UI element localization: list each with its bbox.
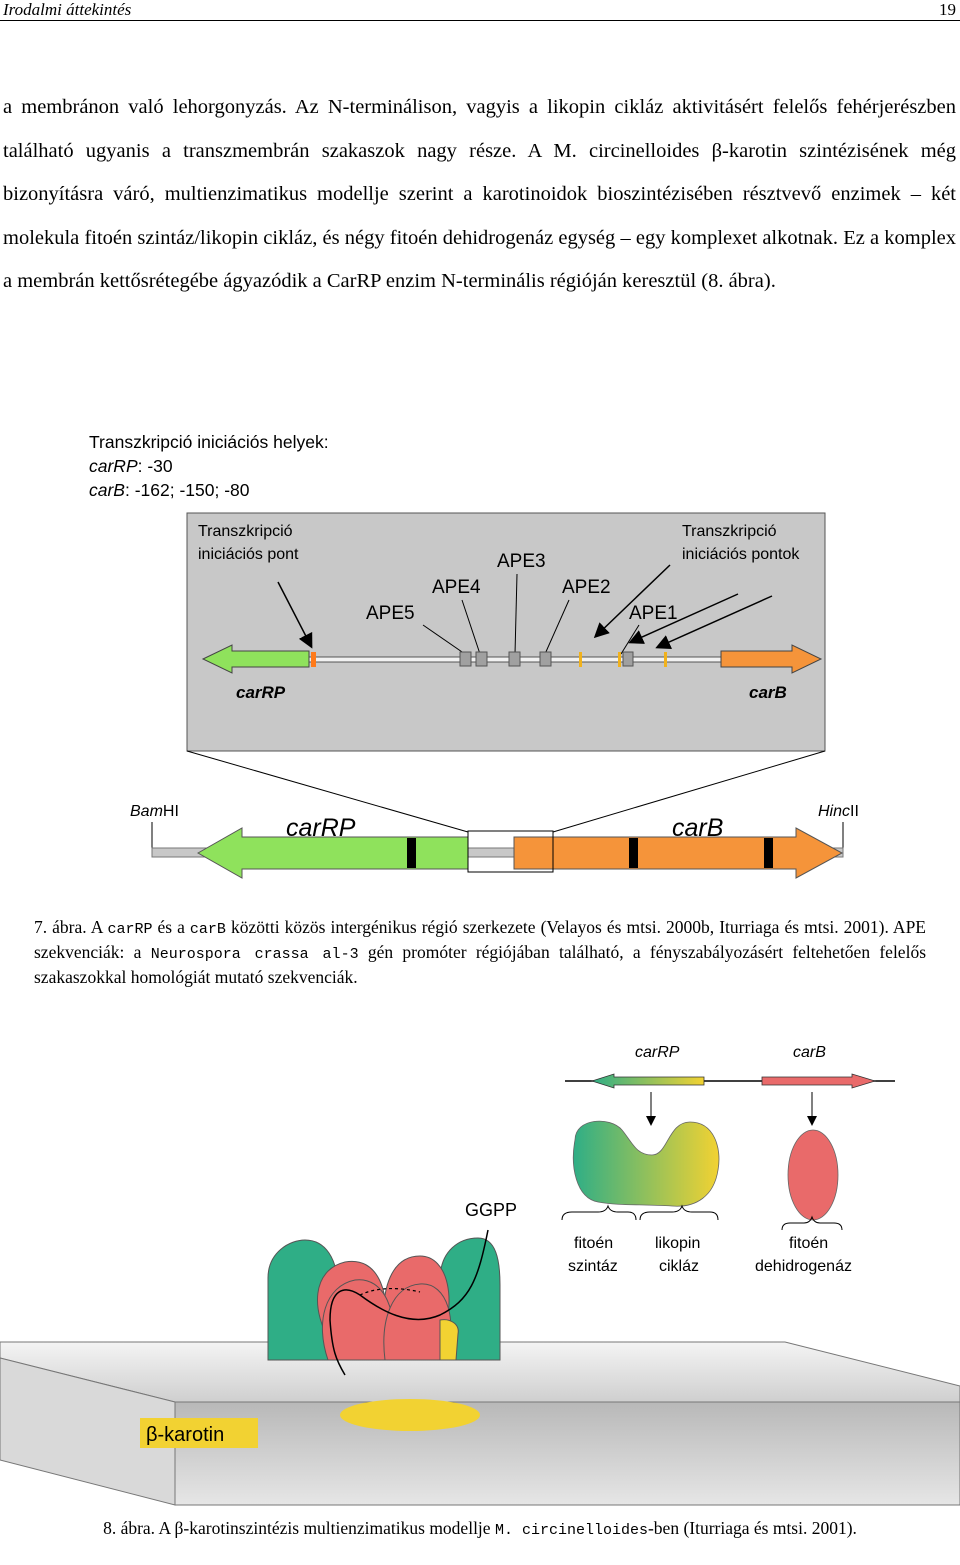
fig8-ggpp-label: GGPP	[465, 1200, 517, 1220]
zoom-carb-label: carB	[749, 683, 787, 702]
carb-gene-label: carB	[672, 814, 723, 842]
carrp-intron	[407, 838, 416, 868]
figure-7: Transzkripció iniciációs helyek: carRP: …	[89, 432, 859, 879]
figure-7-caption: 7. ábra. A carRP és a carB közötti közös…	[34, 916, 926, 989]
carb-intron-2	[764, 838, 773, 868]
tss-carrp-gene: carRP	[89, 456, 138, 476]
ape5-pointer	[422, 624, 466, 655]
right-tss-arrow-3	[655, 595, 773, 649]
ape5-box	[459, 651, 472, 667]
fig8-membrane-side	[0, 1357, 176, 1506]
carb-tss-mark-2	[618, 652, 621, 667]
ape4-label: APE4	[432, 577, 481, 598]
fig8-carb-label: carB	[793, 1044, 826, 1061]
caption7-text-c: és a	[152, 917, 190, 937]
carb-tss-mark-1	[579, 652, 582, 667]
carrp-tss-mark	[311, 652, 316, 667]
fig8-bracket-lycopene-cyclase	[639, 1204, 719, 1221]
hincii-rest: II	[850, 803, 859, 820]
caption7-text-e: közötti közös intergénikus régió szerkez…	[34, 917, 926, 962]
fig8-label-1b: szintáz	[568, 1258, 618, 1275]
caption7-species: Neurospora crassa al-3	[150, 946, 359, 963]
hincii-italic: Hinc	[818, 803, 850, 820]
zoom-carrp-label: carRP	[236, 683, 286, 702]
zoom-carb-arrow	[720, 644, 823, 674]
hincii-site: HincII	[818, 803, 859, 820]
fig8-label-3b: dehidrogenáz	[755, 1258, 852, 1275]
caption8-species: M. circinelloides	[494, 1522, 648, 1539]
tss-carrp-value: : -30	[138, 456, 173, 476]
tss-title: Transzkripció iniciációs helyek:	[89, 432, 329, 452]
ape3-pointer	[514, 573, 518, 655]
tss-carrp: carRP: -30	[89, 456, 173, 476]
zoom-right-guide	[552, 750, 826, 833]
fig8-label-1a: fitoén	[574, 1235, 613, 1252]
carrp-gene-label: carRP	[286, 814, 356, 842]
intergenic-region-box	[467, 830, 554, 873]
zoom-left-guide	[186, 750, 469, 833]
ape2-label: APE2	[562, 577, 611, 598]
fig8-carrp-label: carRP	[635, 1044, 680, 1061]
caption7-gene-carb: carB	[189, 921, 226, 938]
zoom-panel	[186, 512, 826, 752]
page-header: Irodalmi áttekintés 19	[0, 0, 960, 21]
right-tss-label-2: iniciációs pontok	[682, 546, 800, 563]
fig8-carrp-protein	[572, 1120, 720, 1207]
page-number: 19	[939, 0, 956, 19]
right-tss-arrow-1	[593, 564, 671, 639]
ape2-box	[539, 651, 552, 667]
fig8-product-box	[140, 1418, 258, 1448]
bamhi-rest: HI	[163, 803, 179, 820]
running-title: Irodalmi áttekintés	[3, 0, 132, 19]
fig8-label-2b: cikláz	[659, 1258, 699, 1275]
bamhi-italic: Bam	[130, 803, 163, 820]
fig8-bracket-dehydrogenase	[781, 1215, 843, 1231]
paragraph-text: a membránon való lehorgonyzás. Az N-term…	[3, 96, 956, 292]
left-tss-label-1: Transzkripció	[198, 523, 293, 540]
fig8-embedded-domain	[340, 1399, 480, 1431]
fig8-label-2a: likopin	[655, 1235, 700, 1252]
zoom-carrp-arrow	[201, 644, 310, 674]
caption7-text-g: gén promóter régiójában található, a fén…	[34, 942, 927, 987]
fig8-product-label: β-karotin	[146, 1424, 224, 1446]
fig8-carrp-gene	[590, 1073, 705, 1089]
tss-carb: carB: -162; -150; -80	[89, 480, 250, 500]
fig8-substrate-path	[329, 1229, 489, 1376]
fig8-complex-yellow-stem	[439, 1319, 459, 1361]
fig8-label-3a: fitoén	[789, 1235, 828, 1252]
fig8-membrane-top	[0, 1341, 960, 1403]
tss-carb-gene: carB	[89, 480, 125, 500]
right-tss-label-1: Transzkripció	[682, 523, 777, 540]
dna-backbone	[151, 847, 844, 858]
fig8-carb-gene	[761, 1073, 877, 1089]
caption8-text-a: 8. ábra. A β-karotinszintézis multienzim…	[103, 1518, 495, 1538]
ape3-label: APE3	[497, 551, 546, 572]
ape1-box	[622, 651, 634, 667]
right-tss-arrow-2	[628, 593, 739, 644]
left-tss-label-2: iniciációs pont	[198, 546, 299, 563]
bamhi-site: BamHI	[130, 803, 179, 820]
ape1-label: APE1	[629, 603, 678, 624]
ape4-pointer	[461, 599, 481, 655]
caption7-gene-carrp: carRP	[107, 921, 153, 938]
tss-carb-value: : -162; -150; -80	[125, 480, 250, 500]
ape2-pointer	[544, 599, 570, 655]
caption7-text-a: 7. ábra. A	[34, 917, 108, 937]
caption8-text-c: -ben (Iturriaga és mtsi. 2001).	[647, 1518, 857, 1538]
figure-8-caption: 8. ábra. A β-karotinszintézis multienzim…	[30, 1517, 930, 1542]
ape5-label: APE5	[366, 603, 415, 624]
carb-tss-mark-3	[664, 652, 667, 667]
ape3-box	[508, 651, 521, 667]
carb-intron-1	[629, 838, 638, 868]
body-paragraph: a membránon való lehorgonyzás. Az N-term…	[3, 86, 956, 304]
left-tss-arrow	[277, 581, 313, 649]
carb-gene-arrow	[513, 827, 844, 879]
fig8-bracket-phytoene-synthase	[561, 1204, 637, 1221]
ape4-box	[475, 651, 488, 667]
fig8-carb-protein	[787, 1129, 839, 1221]
figure-8: carRP carB fitoén szintáz likopin cikláz…	[0, 1044, 960, 1506]
fig8-membrane-front	[174, 1401, 960, 1506]
